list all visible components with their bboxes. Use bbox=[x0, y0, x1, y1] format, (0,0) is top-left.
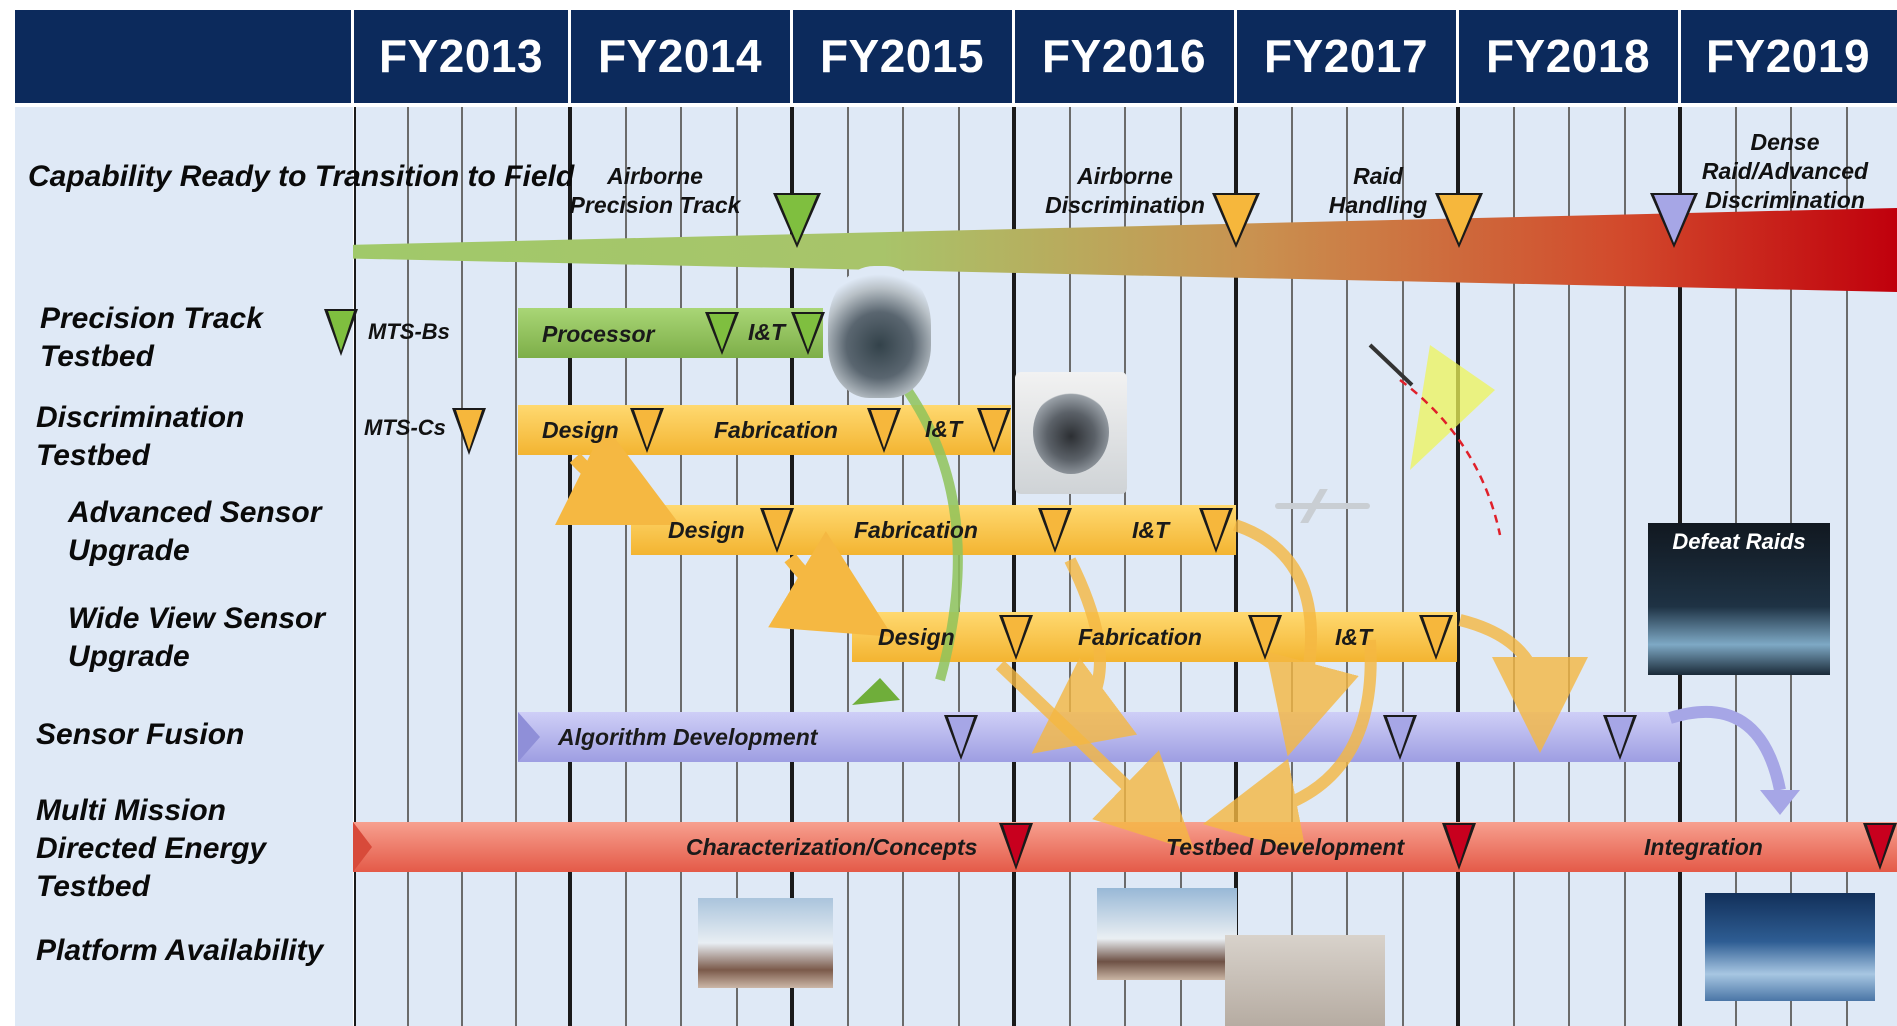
bar-label-fabrication: Fabrication bbox=[1078, 624, 1202, 650]
milestone-triangle-fill bbox=[795, 314, 821, 350]
year-divider bbox=[1012, 107, 1016, 1026]
fy-label: FY2013 bbox=[378, 30, 544, 82]
quarter-line bbox=[625, 107, 627, 1026]
quarter-line bbox=[461, 107, 463, 1026]
quarter-line bbox=[515, 107, 517, 1026]
header-divider bbox=[1456, 10, 1459, 103]
bar-label-fabrication: Fabrication bbox=[854, 517, 978, 543]
milestone-triangle-fill bbox=[948, 717, 974, 755]
milestone-triangle-fill bbox=[1607, 717, 1633, 755]
fy-label: FY2016 bbox=[1041, 30, 1207, 82]
external-label-mts-cs: MTS-Cs bbox=[364, 415, 446, 440]
header-divider bbox=[568, 10, 571, 103]
row-label-multi-mission: Multi Mission Directed Energy Testbed bbox=[36, 794, 267, 903]
capability-milestone-triangle-fill bbox=[1216, 195, 1256, 243]
bar-label-integration: Integration bbox=[1644, 834, 1763, 860]
row-label-discrimination: Discrimination Testbed bbox=[36, 401, 245, 472]
fy-label: FY2015 bbox=[819, 30, 985, 82]
milestone-triangle-fill bbox=[709, 314, 735, 350]
row-label-capability: Capability Ready to Transition to Field bbox=[28, 160, 575, 193]
milestone-label-dense-raid: Dense Raid/Advanced Discrimination bbox=[1701, 129, 1869, 213]
uav-image bbox=[1275, 487, 1370, 525]
row-label-platform: Platform Availability bbox=[36, 934, 324, 967]
sensor-turret-image bbox=[1015, 372, 1127, 494]
header-divider bbox=[1234, 10, 1237, 103]
row-label-wide-view: Wide View Sensor Upgrade bbox=[68, 602, 326, 673]
bar-label-it: I&T bbox=[1132, 517, 1170, 543]
fy-label: FY2017 bbox=[1263, 30, 1429, 82]
fy-label: FY2014 bbox=[597, 30, 763, 82]
sensor-turret-image bbox=[828, 266, 931, 398]
quarter-line bbox=[407, 107, 409, 1026]
bar-label-characterization: Characterization/Concepts bbox=[686, 834, 978, 860]
bar-label-design: Design bbox=[542, 417, 619, 443]
bar-label-testbed: Testbed Development bbox=[1166, 834, 1405, 860]
milestone-triangle-fill bbox=[871, 410, 897, 448]
milestone-triangle-fill bbox=[1252, 617, 1278, 655]
milestone-triangle-fill bbox=[1446, 825, 1472, 865]
bar-label-design: Design bbox=[668, 517, 745, 543]
quarter-line bbox=[1846, 107, 1848, 1026]
header-divider bbox=[1678, 10, 1681, 103]
milestone-triangle-fill bbox=[456, 410, 482, 450]
quarter-line bbox=[1346, 107, 1348, 1026]
quarter-line bbox=[736, 107, 738, 1026]
header-divider bbox=[790, 10, 793, 103]
uav-image bbox=[1097, 888, 1237, 980]
milestone-triangle-fill bbox=[328, 311, 354, 351]
year-divider bbox=[352, 107, 356, 1026]
bar-label-fabrication: Fabrication bbox=[714, 417, 838, 443]
milestone-triangle-fill bbox=[1423, 617, 1449, 655]
capability-milestone-triangle-fill bbox=[1439, 195, 1479, 243]
milestone-label-raid-handling: Raid Handling bbox=[1328, 163, 1428, 218]
bar-label-processor: Processor bbox=[542, 321, 655, 347]
milestone-triangle-fill bbox=[1003, 825, 1029, 865]
row-label-advanced-sensor: Advanced Sensor Upgrade bbox=[68, 496, 322, 567]
milestone-triangle-fill bbox=[1203, 510, 1229, 548]
quarter-line bbox=[1568, 107, 1570, 1026]
bar-label-it: I&T bbox=[925, 416, 963, 442]
global-hawk-image bbox=[1225, 935, 1385, 1026]
quarter-line bbox=[1624, 107, 1626, 1026]
milestone-triangle-fill bbox=[1042, 510, 1068, 548]
bar-label-algorithm: Algorithm Development bbox=[558, 724, 818, 750]
milestone-triangle-fill bbox=[1867, 825, 1893, 865]
fy-label: FY2019 bbox=[1705, 30, 1871, 82]
quarter-line bbox=[680, 107, 682, 1026]
bar-label-it: I&T bbox=[1335, 624, 1373, 650]
header-divider bbox=[1012, 10, 1015, 103]
milestone-label-precision-track: Airborne Precision Track bbox=[569, 163, 741, 218]
row-label-sensor-fusion: Sensor Fusion bbox=[36, 718, 245, 751]
defeat-raids-caption: Defeat Raids bbox=[1672, 529, 1806, 554]
quarter-line bbox=[902, 107, 904, 1026]
uav-image bbox=[698, 898, 833, 988]
year-divider bbox=[1456, 107, 1460, 1026]
milestone-triangle-fill bbox=[1003, 617, 1029, 655]
external-label-mts-bs: MTS-Bs bbox=[368, 319, 450, 344]
milestone-triangle-fill bbox=[634, 410, 660, 448]
quarter-line bbox=[1180, 107, 1182, 1026]
bar-label-design: Design bbox=[878, 624, 955, 650]
quarter-line bbox=[1402, 107, 1404, 1026]
fy-label: FY2018 bbox=[1485, 30, 1651, 82]
capability-milestone-triangle-fill bbox=[1654, 195, 1694, 243]
milestone-label-discrimination: Airborne Discrimination bbox=[1045, 163, 1205, 218]
quarter-line bbox=[1513, 107, 1515, 1026]
year-divider bbox=[1234, 107, 1238, 1026]
defeat-raids-image: Defeat Raids bbox=[1648, 523, 1830, 675]
quarter-line bbox=[1124, 107, 1126, 1026]
bar-label-it: I&T bbox=[748, 319, 786, 345]
capability-milestone-triangle-fill bbox=[777, 195, 817, 243]
milestone-triangle-fill bbox=[1387, 717, 1413, 755]
milestone-triangle-fill bbox=[764, 510, 790, 548]
row-label-column bbox=[15, 107, 353, 1026]
aircraft-image bbox=[1705, 893, 1875, 1001]
year-divider bbox=[568, 107, 572, 1026]
header-bar bbox=[15, 10, 1897, 103]
milestone-triangle-fill bbox=[981, 410, 1007, 448]
row-label-precision-track: Precision Track Testbed bbox=[40, 302, 263, 373]
